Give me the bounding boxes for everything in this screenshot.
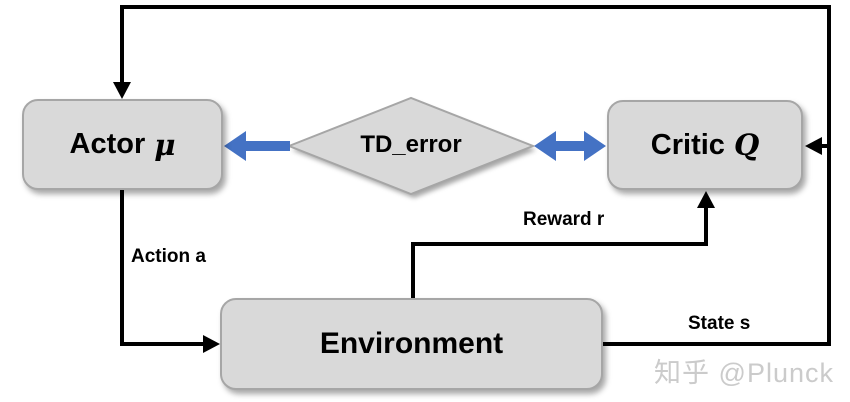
td-to-actor-blue-arrow-icon (224, 131, 290, 161)
action-arrowhead-icon (203, 335, 220, 353)
critic-symbol-q: Q (733, 128, 760, 162)
critic-node: Critic Q (607, 100, 803, 190)
actor-node: Actor μ (22, 99, 223, 190)
reward-arrowhead-icon (697, 191, 715, 208)
state-to-critic-arrowhead-icon (805, 137, 822, 155)
td-critic-blue-double-arrow-icon (534, 131, 606, 161)
td-error-label: TD_error (360, 131, 462, 158)
actor-label: Actor (69, 128, 146, 160)
state-loop-line (120, 5, 831, 346)
state-edge-label: State s (688, 313, 751, 334)
environment-node: Environment (220, 298, 603, 390)
environment-label: Environment (319, 327, 504, 360)
zhihu-watermark: 知乎 @Plunck (654, 358, 834, 388)
td-error-diamond-border (286, 96, 536, 196)
reward-line (411, 206, 708, 298)
actor-symbol-mu: μ (154, 127, 176, 162)
action-line (120, 188, 204, 346)
reward-edge-label: Reward r (523, 209, 605, 230)
action-edge-label: Action a (131, 246, 206, 267)
critic-label: Critic (650, 128, 725, 161)
state-to-actor-arrowhead-icon (113, 82, 131, 99)
